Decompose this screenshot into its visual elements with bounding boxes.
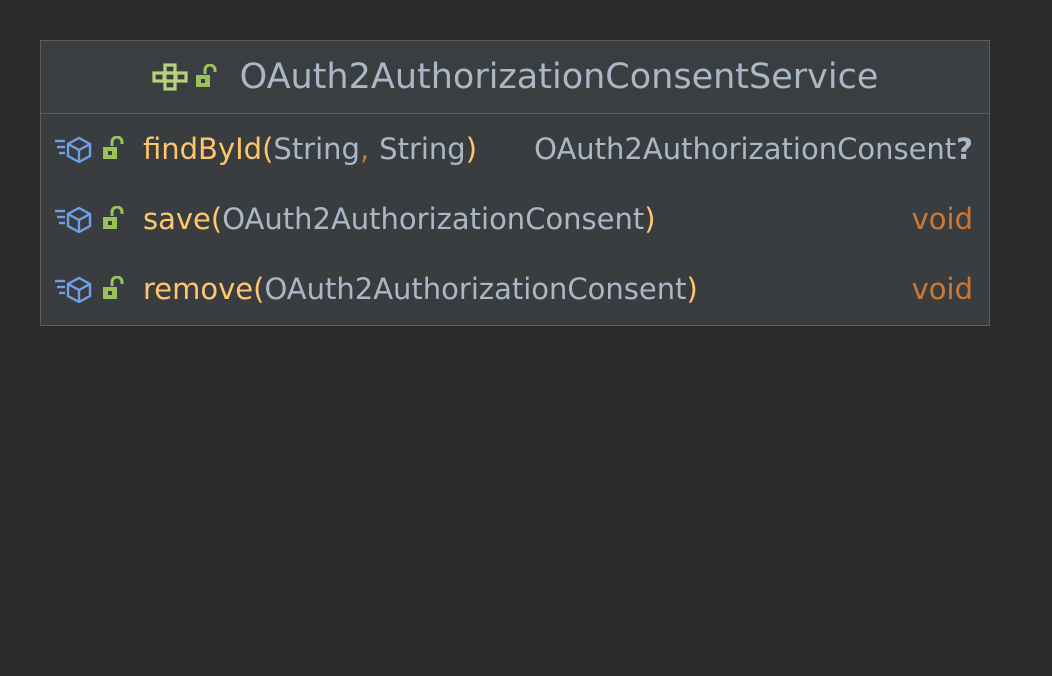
- public-lock-icon: [101, 206, 125, 232]
- method-name: findById: [143, 132, 263, 166]
- method-row-save[interactable]: save ( OAuth2AuthorizationConsent ) void: [41, 184, 989, 254]
- method-name: save: [143, 202, 211, 236]
- method-list: findById ( String , String ) OAuth2Autho…: [41, 114, 989, 324]
- return-type-name: void: [911, 272, 973, 306]
- method-icons: [53, 275, 143, 303]
- close-paren: ): [686, 272, 698, 306]
- return-type-name: void: [911, 202, 973, 236]
- abstract-method-icon: [53, 275, 95, 303]
- return-type-name: OAuth2AuthorizationConsent: [534, 132, 957, 166]
- abstract-method-icon: [53, 135, 95, 163]
- public-lock-icon: [101, 276, 125, 302]
- close-paren: ): [465, 132, 478, 166]
- param-type: String: [379, 132, 466, 166]
- param-type: OAuth2AuthorizationConsent: [222, 202, 645, 236]
- return-type: OAuth2AuthorizationConsent ?: [534, 132, 973, 166]
- method-row-findbyid[interactable]: findById ( String , String ) OAuth2Autho…: [41, 114, 989, 184]
- param-separator: ,: [359, 132, 370, 166]
- class-name: OAuth2AuthorizationConsentService: [239, 57, 879, 97]
- method-signature: findById ( String , String ): [143, 132, 477, 166]
- header-icons: [152, 63, 218, 91]
- return-type: void: [912, 202, 973, 236]
- class-header: OAuth2AuthorizationConsentService: [41, 41, 989, 114]
- method-name: remove: [143, 272, 254, 306]
- public-lock-icon: [101, 136, 125, 162]
- interface-icon: [152, 63, 188, 91]
- method-row-remove[interactable]: remove ( OAuth2AuthorizationConsent ) vo…: [41, 254, 989, 324]
- param-type: OAuth2AuthorizationConsent: [264, 272, 687, 306]
- method-icons: [53, 135, 143, 163]
- method-icons: [53, 205, 143, 233]
- open-paren: (: [210, 202, 223, 236]
- close-paren: ): [644, 202, 656, 236]
- open-paren: (: [253, 272, 265, 306]
- return-type: void: [912, 272, 973, 306]
- public-lock-icon: [194, 64, 218, 90]
- method-signature: remove ( OAuth2AuthorizationConsent ): [143, 272, 698, 306]
- open-paren: (: [262, 132, 274, 166]
- nullable-marker: ?: [956, 132, 973, 166]
- class-box[interactable]: OAuth2AuthorizationConsentService: [40, 40, 990, 326]
- param-type: String: [273, 132, 360, 166]
- abstract-method-icon: [53, 205, 95, 233]
- method-signature: save ( OAuth2AuthorizationConsent ): [143, 202, 656, 236]
